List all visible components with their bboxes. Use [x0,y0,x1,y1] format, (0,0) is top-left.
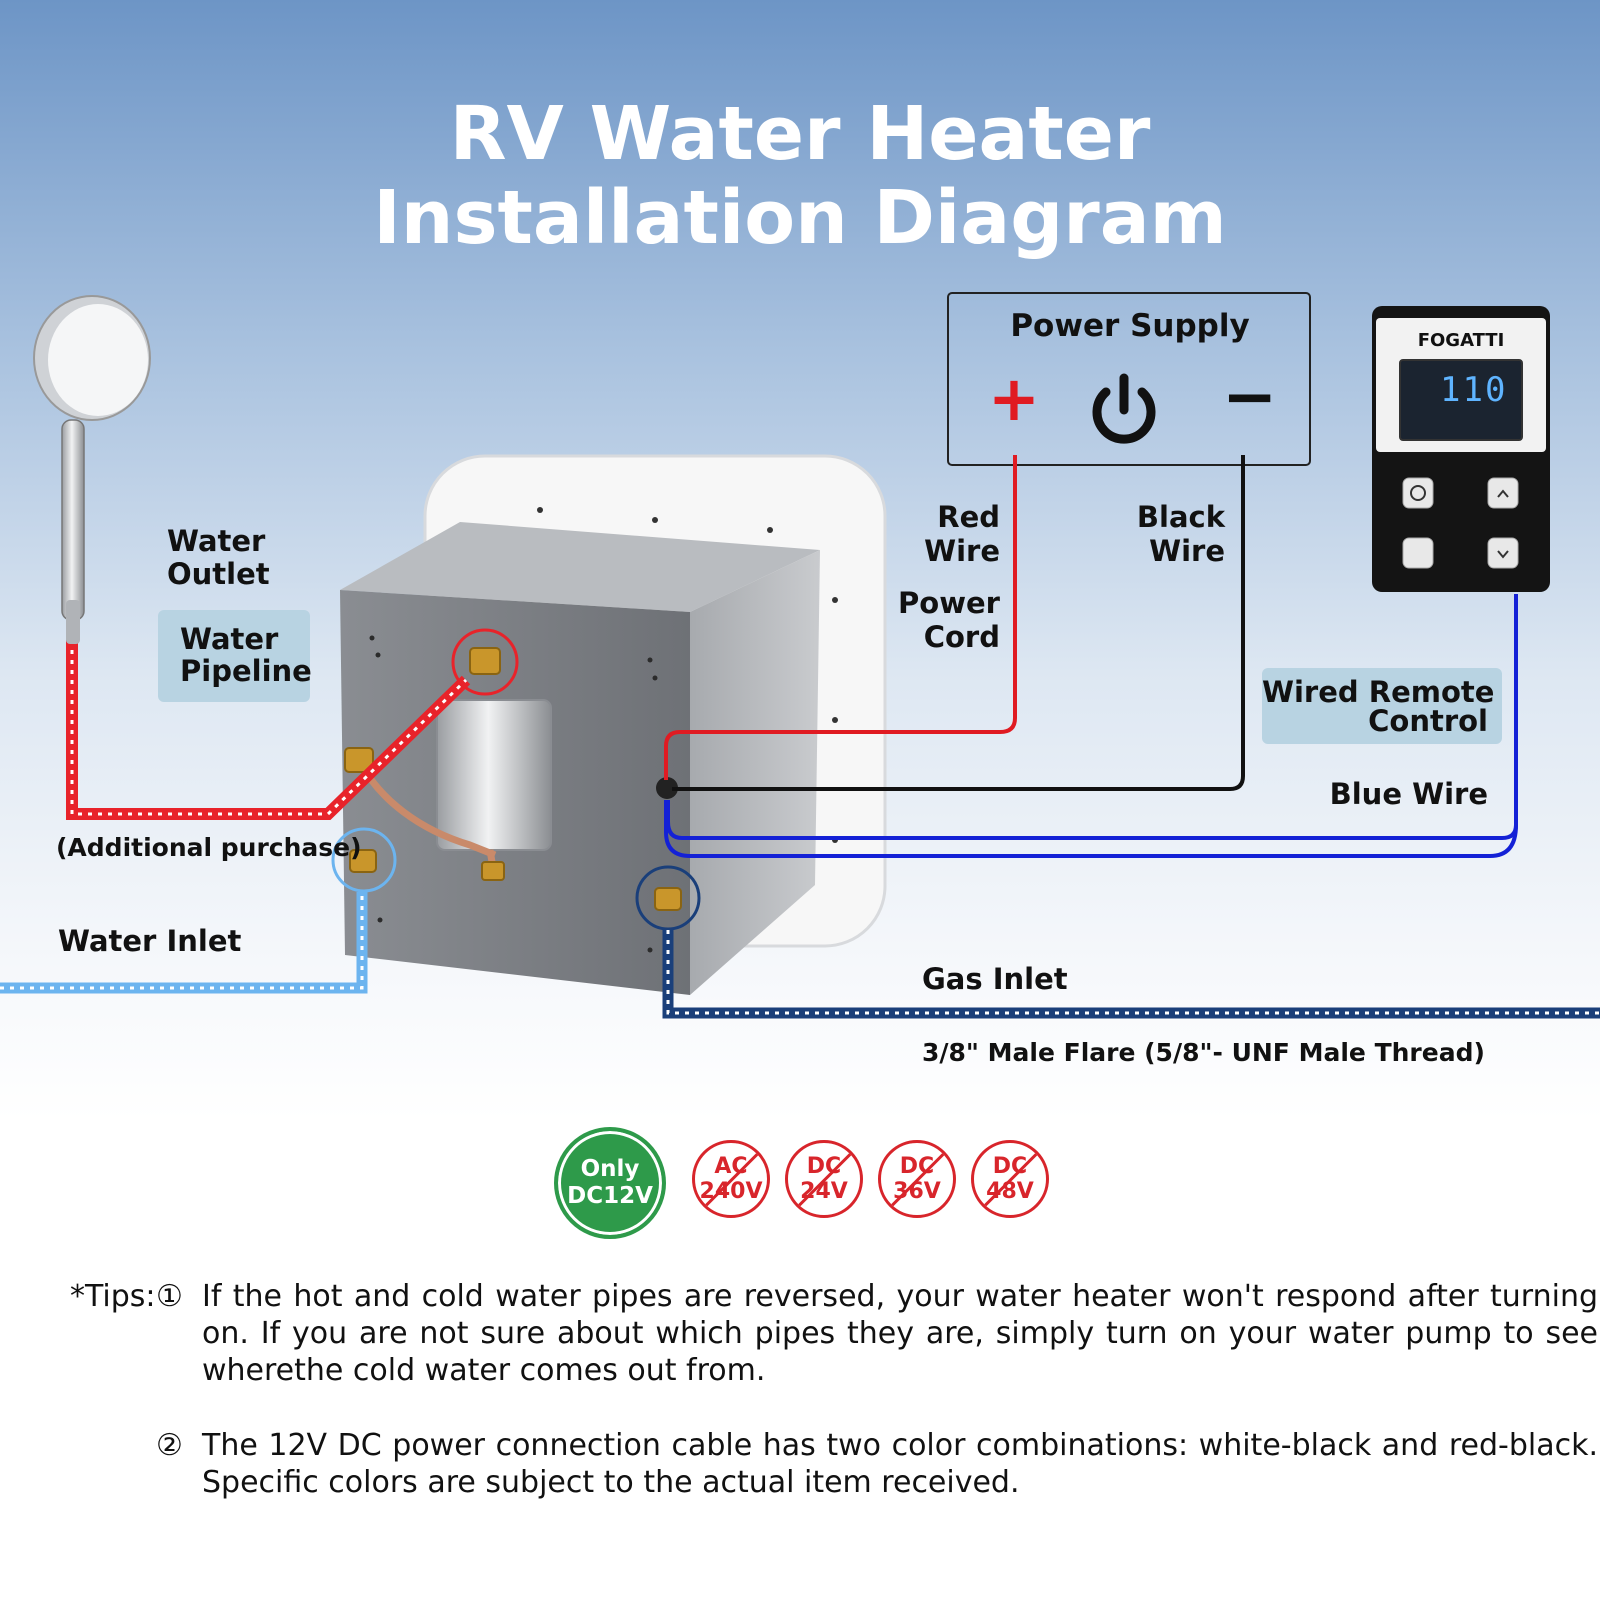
red-wire-label-2: Wire [924,534,1000,568]
black-wire-label-2: Wire [1149,534,1225,568]
wired-remote-control [1372,306,1550,592]
water-pipeline-label-2: Pipeline [180,654,312,688]
wired-remote-pill [1262,668,1502,744]
red-wire-label-1: Red [937,500,1000,534]
wired-remote-label-1: Wired Remote [1262,675,1495,709]
power-icon [1092,373,1156,444]
water-outlet-label-1: Water [167,524,266,558]
blue-wire-lower [664,800,1518,858]
heater-screws [369,635,658,953]
page-title-line2: Installation Diagram [373,175,1227,261]
water-outlet-label-2: Outlet [167,557,270,591]
power-connector [656,777,678,799]
black-wire [672,455,1245,791]
gas-inlet-label: Gas Inlet [922,962,1068,996]
heater-top [340,522,820,612]
plus-symbol: + [988,362,1040,435]
tips-lead: *Tips: [70,1279,156,1314]
shower-head [33,295,151,644]
tip-2-number: ② [156,1428,183,1463]
heat-exchanger [436,699,552,851]
badge-only-dc12v: Only DC12V [554,1127,666,1239]
flange-screws [537,507,838,843]
minus-symbol: − [1222,358,1278,435]
blue-wire-label: Blue Wire [1329,777,1488,811]
tip-1-number: ① [156,1279,183,1314]
additional-purchase-label: (Additional purchase) [56,833,362,862]
flare-spec-label: 3/8" Male Flare (5/8"- UNF Male Thread) [922,1038,1485,1067]
water-pipeline-label-1: Water [180,622,279,656]
black-wire-label-1: Black [1136,500,1225,534]
hot-outlet-ring [451,628,519,696]
heater-side [690,550,820,995]
tip-2-text: The 12V DC power connection cable has tw… [202,1428,1598,1500]
page-title-line1: RV Water Heater [449,91,1151,177]
power-cord-label-1: Power [898,586,1000,620]
red-wire [664,455,1017,780]
remote-display: 110 [1440,370,1508,410]
power-cord-label-2: Cord [923,620,1000,654]
gas-inlet-ring [635,865,701,931]
remote-brand: FOGATTI [1417,330,1505,351]
power-supply-title: Power Supply [1010,308,1250,344]
water-inlet-label: Water Inlet [58,924,242,958]
wired-remote-label-2: Control [1368,704,1488,738]
power-supply-box [947,292,1311,466]
cold-inlet-ring [331,827,397,893]
tip-1-text: If the hot and cold water pipes are reve… [202,1279,1598,1388]
brass-fittings [344,647,682,911]
water-pipeline-pill [158,610,310,702]
